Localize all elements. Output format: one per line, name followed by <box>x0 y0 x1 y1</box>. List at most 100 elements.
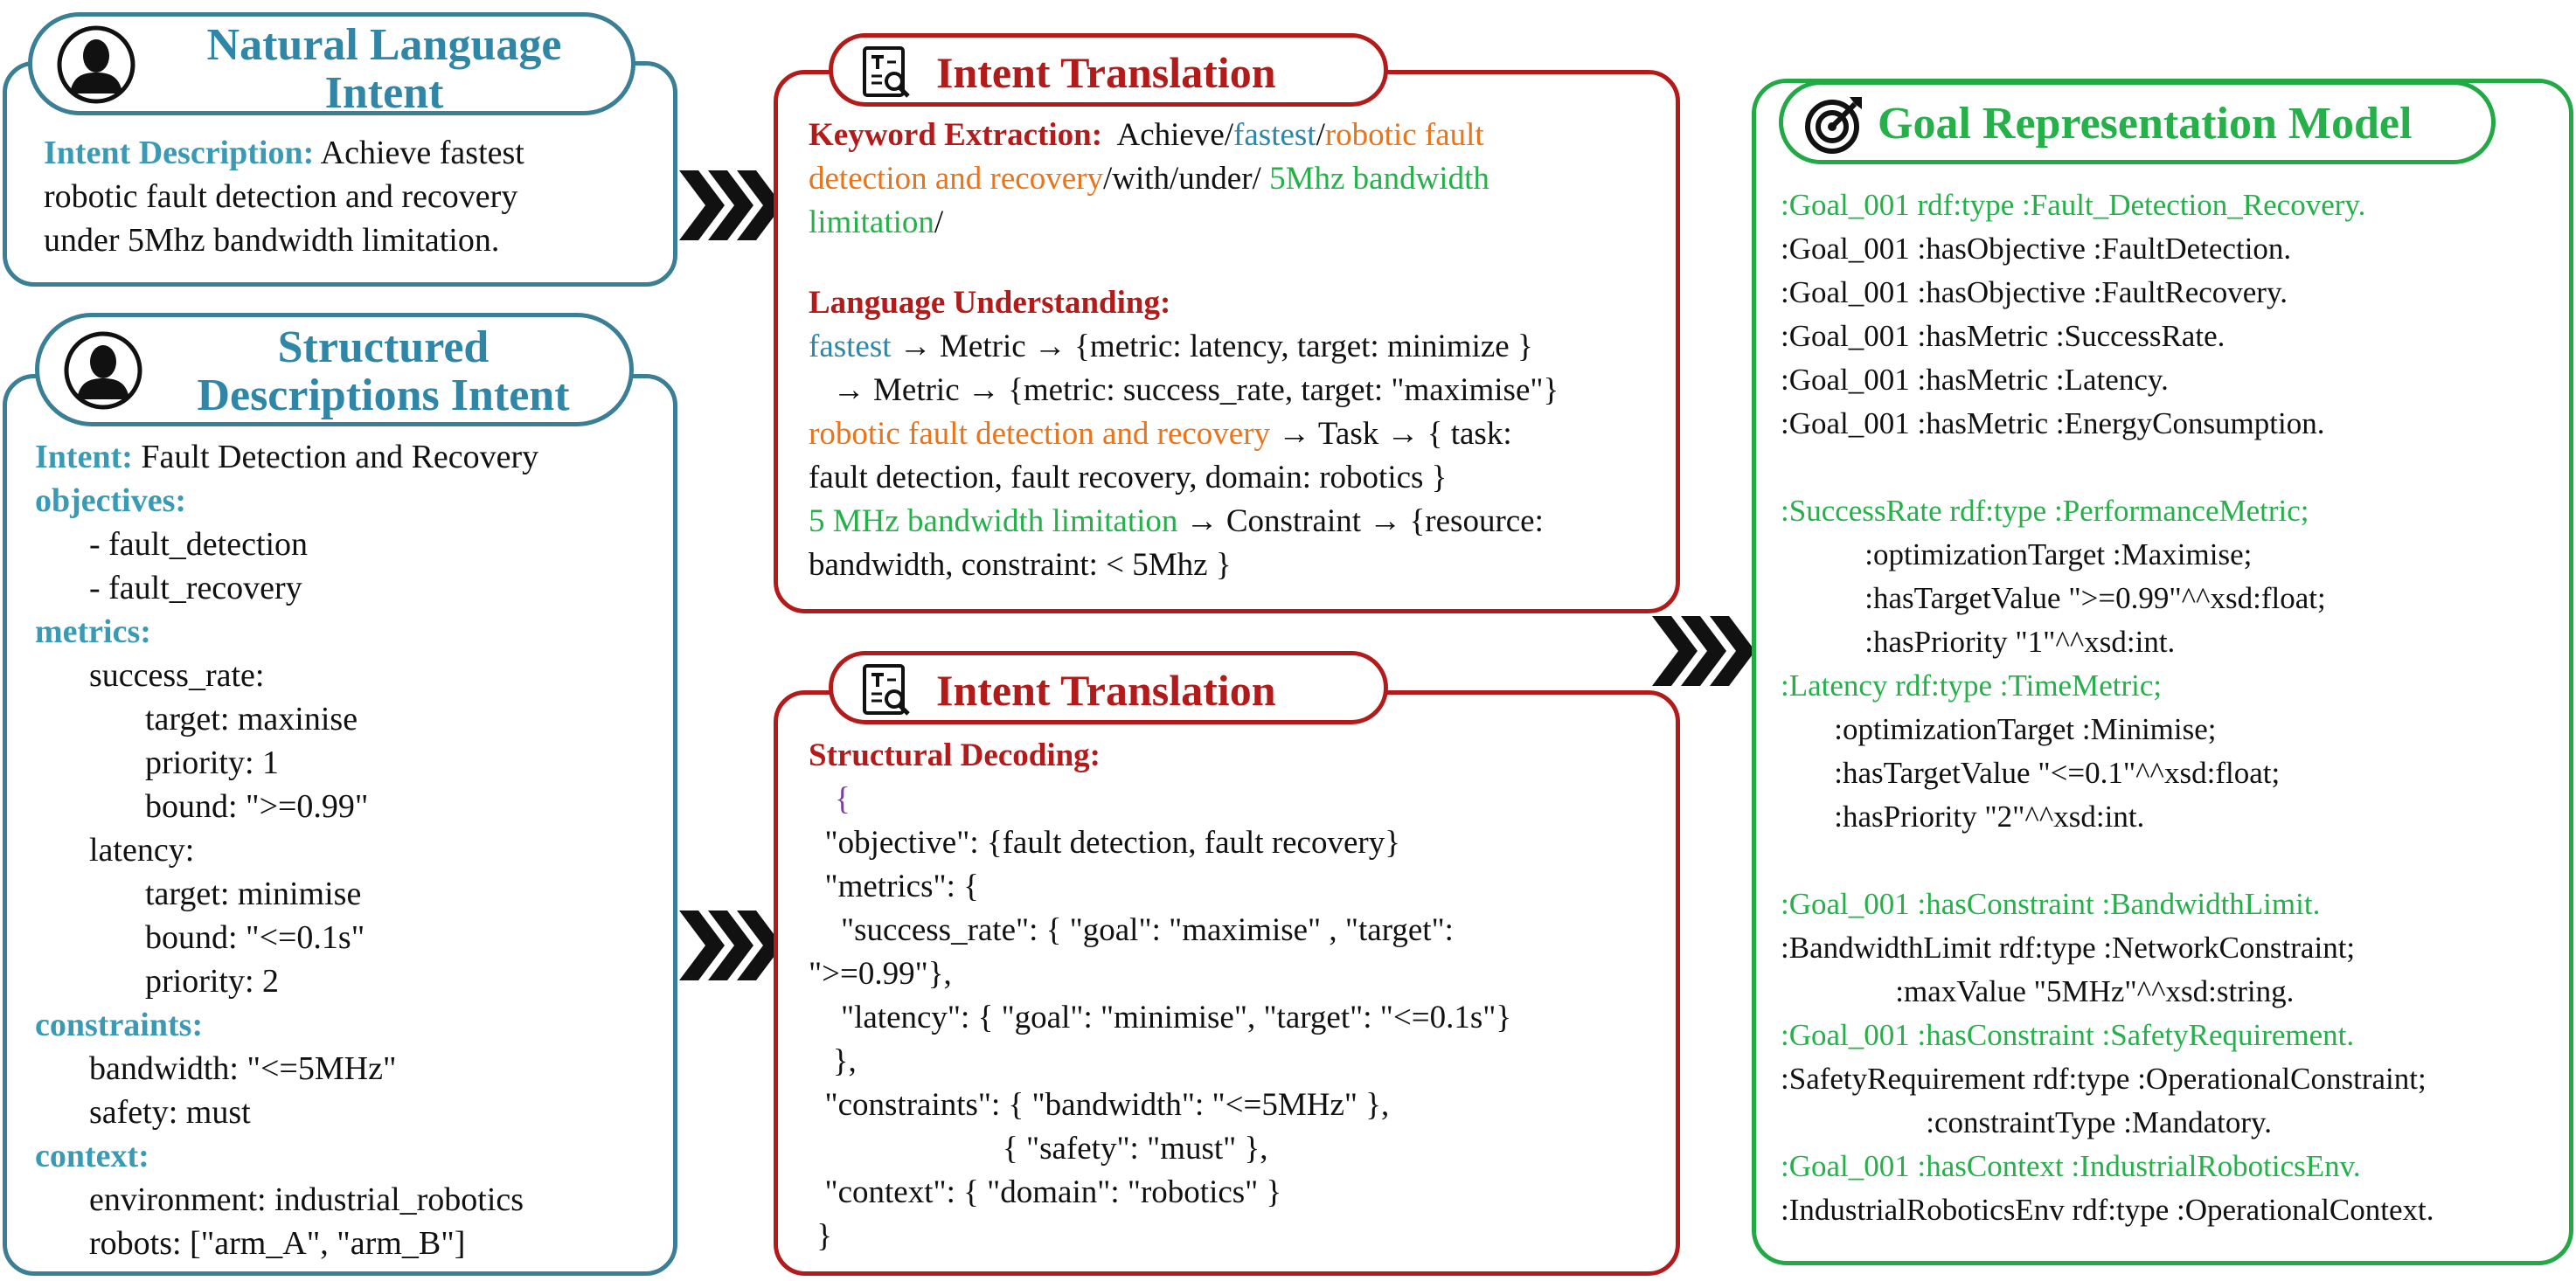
rdf-line: :Goal_001 :hasConstraint :SafetyRequirem… <box>1781 1018 2355 1052</box>
rdf-line: :hasTargetValue ">=0.99"^^xsd:float; <box>1781 581 2326 615</box>
nl-intent-title: Natural Language Intent <box>206 20 562 118</box>
goal-model-panel: :Goal_001 rdf:type :Fault_Detection_Reco… <box>1752 79 2573 1265</box>
lu-line: → Task → { task: <box>1270 416 1512 452</box>
rdf-line: :constraintType :Mandatory. <box>1781 1105 2272 1139</box>
rdf-line: :Goal_001 :hasObjective :FaultRecovery. <box>1781 275 2288 309</box>
metrics-label: metrics: <box>35 613 151 650</box>
json-line: "latency": { "goal": "minimise", "target… <box>809 1000 1512 1035</box>
rdf-line: :hasTargetValue "<=0.1"^^xsd:float; <box>1781 756 2281 790</box>
json-line: "context": { "domain": "robotics" } <box>809 1174 1282 1210</box>
chevron-arrow-icon <box>1652 616 1755 686</box>
rdf-line: :BandwidthLimit rdf:type :NetworkConstra… <box>1781 931 2356 965</box>
structured-intent-title: Structured Descriptions Intent <box>197 322 570 420</box>
constraint-item: bandwidth: "<=5MHz" <box>89 1050 397 1087</box>
rdf-line: :Goal_001 :hasMetric :Latency. <box>1781 363 2169 397</box>
intent-translation-header-bottom: Intent Translation <box>829 651 1388 724</box>
json-line: "constraints": { "bandwidth": "<=5MHz" }… <box>809 1087 1390 1123</box>
rdf-line: :SuccessRate rdf:type :PerformanceMetric… <box>1781 494 2309 528</box>
metric-field: target: maxinise <box>145 701 358 737</box>
keyword-robotic: detection and recovery <box>809 161 1103 197</box>
lu-bandwidth: 5 MHz bandwidth limitation <box>809 503 1178 539</box>
person-icon <box>57 25 135 104</box>
structured-intent-body: Intent: Fault Detection and Recovery obj… <box>35 435 538 1265</box>
metric-field: target: minimise <box>145 876 362 912</box>
intent-label: Intent: <box>35 439 133 475</box>
objective-item: - fault_detection <box>89 526 309 563</box>
structural-decoding-label: Structural Decoding: <box>809 737 1101 773</box>
json-line: "metrics": { <box>809 869 979 904</box>
desc-line: Achieve fastest <box>314 135 524 171</box>
keyword-extraction-label: Keyword Extraction: <box>809 117 1103 153</box>
keyword-text: / <box>934 204 944 240</box>
intent-translation-header-top: Intent Translation <box>829 33 1388 107</box>
language-understanding-label: Language Understanding: <box>809 285 1171 321</box>
rdf-line: :Goal_001 :hasContext :IndustrialRobotic… <box>1781 1149 2361 1183</box>
document-search-icon <box>861 45 913 100</box>
metric-field: bound: ">=0.99" <box>145 788 369 825</box>
desc-line: robotic fault detection and recovery <box>44 178 518 215</box>
json-line: "success_rate": { "goal": "maximise" , "… <box>809 912 1454 948</box>
metric-field: bound: "<=0.1s" <box>145 919 365 956</box>
lu-robotic: robotic fault detection and recovery <box>809 416 1271 452</box>
nl-intent-header: Natural Language Intent <box>28 12 635 118</box>
intent-value: Fault Detection and Recovery <box>132 439 539 475</box>
rdf-line: :Goal_001 rdf:type :Fault_Detection_Reco… <box>1781 188 2366 222</box>
person-icon <box>64 331 142 410</box>
keyword-text: /with/under/ <box>1102 161 1270 197</box>
goal-model-body: :Goal_001 rdf:type :Fault_Detection_Reco… <box>1781 183 2434 1232</box>
rdf-line: :SafetyRequirement rdf:type :Operational… <box>1781 1062 2427 1096</box>
goal-model-header: Goal Representation Model <box>1779 80 2496 164</box>
keyword-text: Achieve/ <box>1102 117 1234 153</box>
keyword-fastest: fastest <box>1233 117 1316 153</box>
json-line: { "safety": "must" }, <box>809 1131 1268 1167</box>
nl-intent-description: Intent Description: Achieve fastest robo… <box>44 131 524 262</box>
desc-line: under 5Mhz bandwidth limitation. <box>44 222 500 259</box>
lu-line: → Constraint → {resource: <box>1177 503 1544 539</box>
context-item: environment: industrial_robotics <box>89 1181 524 1218</box>
rdf-line: :Latency rdf:type :TimeMetric; <box>1781 668 2163 703</box>
json-line: { <box>835 781 851 817</box>
translation-top-body: Keyword Extraction: Achieve/fastest/robo… <box>809 114 1559 587</box>
metric-key: latency: <box>89 832 195 869</box>
context-item: robots: ["arm_A", "arm_B"] <box>89 1225 466 1262</box>
desc-label: Intent Description: <box>44 135 315 171</box>
metric-field: priority: 2 <box>145 963 280 1000</box>
chevron-arrow-icon <box>679 170 782 240</box>
json-line: } <box>809 1218 833 1254</box>
intent-translation-panel-bottom: Structural Decoding: { "objective": {fau… <box>774 690 1680 1276</box>
rdf-line: :optimizationTarget :Maximise; <box>1781 537 2253 571</box>
json-line: ">=0.99"}, <box>809 956 952 992</box>
document-search-icon <box>861 662 913 718</box>
rdf-line: :Goal_001 :hasConstraint :BandwidthLimit… <box>1781 887 2321 921</box>
rdf-line: :hasPriority "1"^^xsd:int. <box>1781 625 2176 659</box>
rdf-line: :Goal_001 :hasObjective :FaultDetection. <box>1781 232 2292 266</box>
constraints-label: constraints: <box>35 1007 204 1043</box>
rdf-line: :optimizationTarget :Minimise; <box>1781 712 2217 746</box>
lu-line: fault detection, fault recovery, domain:… <box>809 460 1448 495</box>
translation-bottom-body: Structural Decoding: { "objective": {fau… <box>809 734 1511 1258</box>
structured-intent-panel: Intent: Fault Detection and Recovery obj… <box>3 374 677 1276</box>
metric-key: success_rate: <box>89 657 265 694</box>
intent-translation-panel-top: Keyword Extraction: Achieve/fastest/robo… <box>774 70 1680 613</box>
lu-fastest: fastest <box>809 329 892 364</box>
rdf-line: :Goal_001 :hasMetric :EnergyConsumption. <box>1781 406 2325 440</box>
target-icon <box>1802 93 1865 156</box>
keyword-robotic: robotic fault <box>1324 117 1484 153</box>
keyword-text: / <box>1316 117 1325 153</box>
structured-intent-header: Structured Descriptions Intent <box>35 313 634 426</box>
rdf-line: :maxValue "5MHz"^^xsd:string. <box>1781 974 2295 1008</box>
objective-item: - fault_recovery <box>89 570 302 606</box>
metric-field: priority: 1 <box>145 744 280 781</box>
lu-line: bandwidth, constraint: < 5Mhz } <box>809 547 1232 583</box>
constraint-item: safety: must <box>89 1094 251 1131</box>
keyword-bandwidth: 5Mhz bandwidth <box>1269 161 1489 197</box>
rdf-line: :IndustrialRoboticsEnv rdf:type :Operati… <box>1781 1193 2434 1227</box>
keyword-bandwidth: limitation <box>809 204 934 240</box>
objectives-label: objectives: <box>35 482 187 519</box>
json-line: }, <box>809 1043 857 1079</box>
rdf-line: :hasPriority "2"^^xsd:int. <box>1781 800 2145 834</box>
rdf-line: :Goal_001 :hasMetric :SuccessRate. <box>1781 319 2225 353</box>
lu-line: → Metric → {metric: success_rate, target… <box>809 372 1559 408</box>
goal-model-title: Goal Representation Model <box>1878 99 2413 149</box>
context-label: context: <box>35 1138 149 1174</box>
